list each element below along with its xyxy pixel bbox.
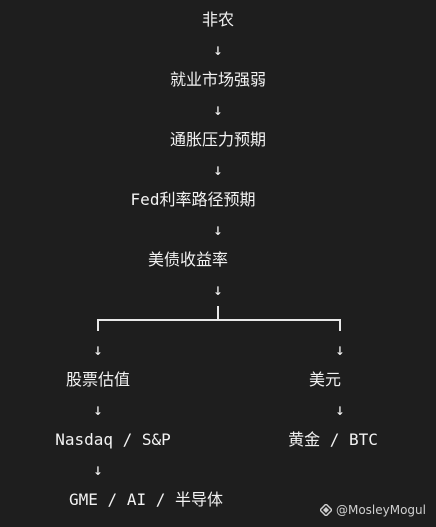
arrow-down-icon: ↓ <box>93 340 103 359</box>
branch-right-drop-line <box>339 319 341 331</box>
arrow-down-icon: ↓ <box>93 400 103 419</box>
watermark: @MosleyMogul <box>318 502 426 518</box>
arrow-down-icon: ↓ <box>335 400 345 419</box>
arrow-down-icon: ↓ <box>213 280 223 299</box>
node-gold-btc: 黄金 / BTC <box>288 430 378 449</box>
node-treasury-yield: 美债收益率 <box>147 250 229 269</box>
watermark-logo-icon <box>318 502 334 518</box>
node-job-market-strength: 就业市场强弱 <box>169 70 267 89</box>
node-us-dollar: 美元 <box>308 370 342 389</box>
arrow-down-icon: ↓ <box>213 220 223 239</box>
node-inflation-expectations: 通胀压力预期 <box>169 130 267 149</box>
arrow-down-icon: ↓ <box>93 460 103 479</box>
arrow-down-icon: ↓ <box>213 40 223 59</box>
branch-stem-line <box>217 306 219 320</box>
node-nasdaq-sp: Nasdaq / S&P <box>55 430 171 449</box>
node-gme-ai-semis: GME / AI / 半导体 <box>69 490 223 509</box>
node-nonfarm-payrolls: 非农 <box>201 10 235 29</box>
branch-left-drop-line <box>97 319 99 331</box>
node-equity-valuation: 股票估值 <box>65 370 131 389</box>
node-fed-rate-path: Fed利率路径预期 <box>130 190 256 209</box>
branch-horizontal-line <box>97 319 341 321</box>
watermark-handle: @MosleyMogul <box>335 503 426 517</box>
arrow-down-icon: ↓ <box>213 160 223 179</box>
arrow-down-icon: ↓ <box>213 100 223 119</box>
arrow-down-icon: ↓ <box>335 340 345 359</box>
